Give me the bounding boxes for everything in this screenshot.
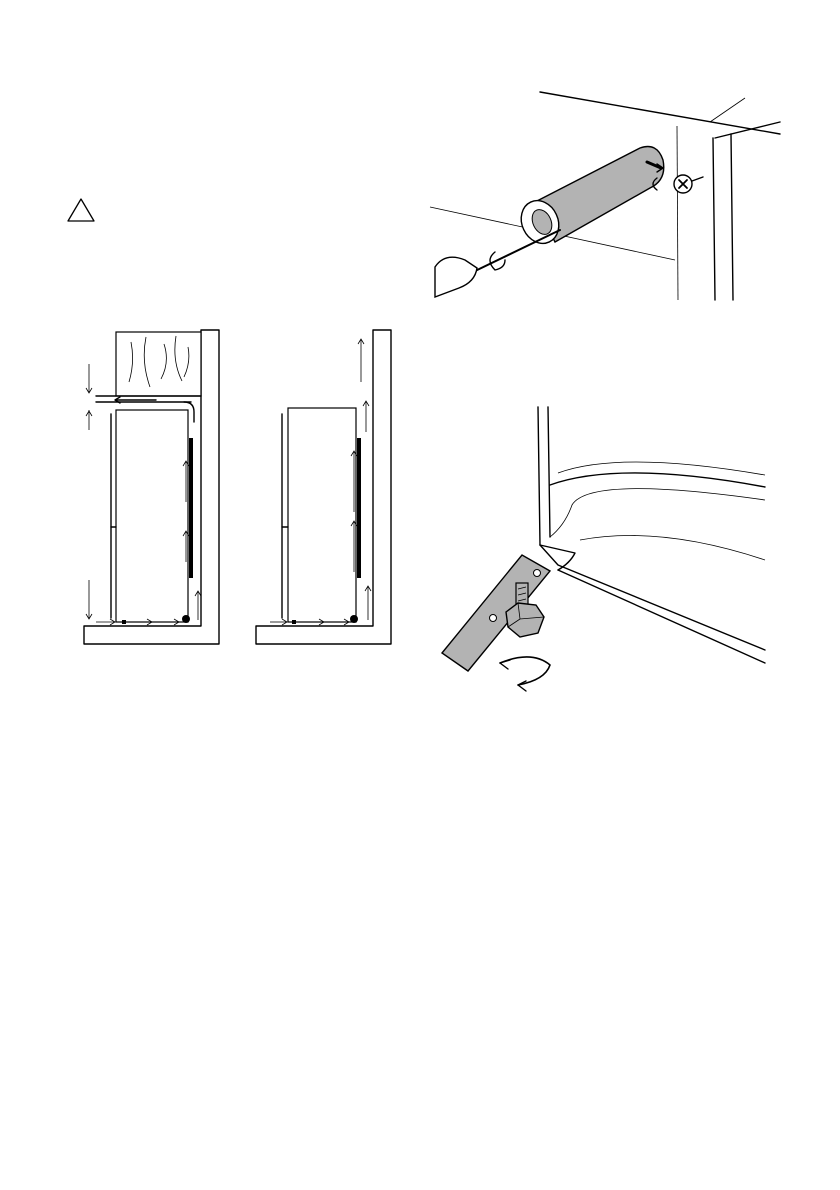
warning-triangle-icon: [66, 197, 96, 223]
adjust-foot-with-wrench: [440, 405, 770, 695]
ventilation-diagram-freestanding: [248, 322, 398, 652]
remove-spacer-with-screwdriver: [425, 82, 785, 307]
ventilation-diagram-built-under-cabinet: [76, 322, 226, 652]
